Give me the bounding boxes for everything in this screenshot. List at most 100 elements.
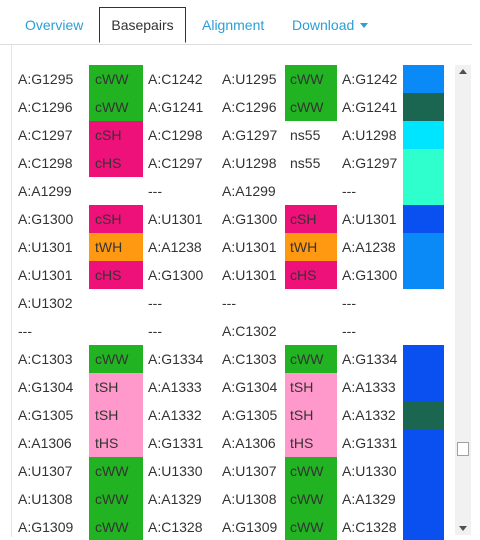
residue-1-right: A:U1301 bbox=[222, 267, 277, 283]
interaction-left: tSH bbox=[89, 373, 143, 401]
residue-1-left: A:U1301 bbox=[18, 267, 73, 283]
residue-1-left: A:G1309 bbox=[18, 519, 74, 535]
interaction-left-label: cSH bbox=[95, 211, 122, 227]
interaction-right: cWW bbox=[285, 65, 337, 93]
interaction-left: tWH bbox=[89, 233, 143, 261]
residue-1-right: A:G1297 bbox=[222, 127, 278, 143]
color-swatch bbox=[403, 205, 444, 233]
interaction-right: cWW bbox=[285, 513, 337, 540]
residue-1-right: A:G1304 bbox=[222, 379, 278, 395]
table-row: A:C1297 cSH A:C1298 A:G1297 ns55 A:U1298 bbox=[0, 121, 450, 149]
residue-2-left: A:U1301 bbox=[148, 211, 203, 227]
color-swatch bbox=[403, 317, 444, 345]
interaction-left-label: cWW bbox=[95, 463, 129, 479]
residue-1-left: A:G1304 bbox=[18, 379, 74, 395]
interaction-left-label: tSH bbox=[95, 407, 119, 423]
residue-2-left: --- bbox=[148, 323, 162, 339]
residue-1-left: A:C1297 bbox=[18, 127, 73, 143]
interaction-left: cWW bbox=[89, 345, 143, 373]
color-swatch bbox=[403, 513, 444, 540]
residue-2-left: A:C1328 bbox=[148, 519, 203, 535]
scroll-down-arrow[interactable] bbox=[455, 521, 471, 535]
residue-1-left: A:C1296 bbox=[18, 99, 73, 115]
residue-1-right: A:U1308 bbox=[222, 491, 277, 507]
residue-1-left: A:C1303 bbox=[18, 351, 73, 367]
residue-1-right: A:C1302 bbox=[222, 323, 277, 339]
residue-1-left: A:U1302 bbox=[18, 295, 73, 311]
interaction-right-label: ns55 bbox=[290, 155, 321, 171]
residue-1-right: --- bbox=[222, 295, 236, 311]
interaction-left bbox=[89, 317, 143, 345]
color-swatch bbox=[403, 429, 444, 457]
scroll-up-arrow[interactable] bbox=[455, 65, 471, 79]
vertical-scrollbar[interactable] bbox=[455, 65, 471, 535]
scrollbar-thumb[interactable] bbox=[457, 442, 469, 456]
color-swatch bbox=[403, 233, 444, 261]
residue-2-left: A:G1334 bbox=[148, 351, 204, 367]
interaction-right: cSH bbox=[285, 205, 337, 233]
color-swatch bbox=[403, 373, 444, 401]
color-swatch bbox=[403, 401, 444, 429]
interaction-right-label: cWW bbox=[290, 71, 324, 87]
interaction-right: cWW bbox=[285, 485, 337, 513]
interaction-left: cSH bbox=[89, 121, 143, 149]
interaction-left-label: cSH bbox=[95, 127, 122, 143]
interaction-right: cWW bbox=[285, 457, 337, 485]
residue-1-right: A:A1306 bbox=[222, 435, 276, 451]
interaction-left: cWW bbox=[89, 485, 143, 513]
tab-alignment[interactable]: Alignment bbox=[202, 17, 265, 33]
color-swatch bbox=[403, 121, 444, 149]
residue-2-right: A:G1242 bbox=[342, 71, 398, 87]
interaction-left-label: tHS bbox=[95, 435, 119, 451]
tab-download[interactable]: Download bbox=[292, 7, 369, 43]
interaction-right-label: cWW bbox=[290, 519, 324, 535]
interaction-right-label: ns55 bbox=[290, 127, 321, 143]
tab-download-label: Download bbox=[292, 17, 355, 33]
residue-2-right: A:G1297 bbox=[342, 155, 398, 171]
tab-overview[interactable]: Overview bbox=[25, 17, 84, 33]
color-swatch bbox=[403, 65, 444, 93]
residue-1-right: A:U1295 bbox=[222, 71, 277, 87]
interaction-left-label: cWW bbox=[95, 519, 129, 535]
residue-2-right: A:U1298 bbox=[342, 127, 397, 143]
interaction-right: tHS bbox=[285, 429, 337, 457]
residue-2-left: A:C1298 bbox=[148, 127, 203, 143]
color-swatch bbox=[403, 93, 444, 121]
residue-1-right: A:C1296 bbox=[222, 99, 277, 115]
residue-1-left: A:C1298 bbox=[18, 155, 73, 171]
residue-2-left: --- bbox=[148, 183, 162, 199]
interaction-left-label: cWW bbox=[95, 99, 129, 115]
residue-1-right: A:U1301 bbox=[222, 239, 277, 255]
residue-2-right: --- bbox=[342, 183, 356, 199]
table-left-border bbox=[11, 45, 12, 537]
color-swatch bbox=[403, 457, 444, 485]
interaction-right: tWH bbox=[285, 233, 337, 261]
interaction-left-label bbox=[89, 323, 95, 339]
tab-basepairs[interactable]: Basepairs bbox=[99, 7, 186, 43]
interaction-right: tSH bbox=[285, 373, 337, 401]
residue-2-left: A:U1330 bbox=[148, 463, 203, 479]
residue-2-left: A:G1300 bbox=[148, 267, 204, 283]
residue-1-right: A:G1300 bbox=[222, 211, 278, 227]
interaction-left: cWW bbox=[89, 513, 143, 540]
color-swatch bbox=[403, 345, 444, 373]
chevron-down-icon bbox=[360, 22, 369, 28]
table-row: A:U1302--------- bbox=[0, 289, 450, 317]
residue-2-left: A:C1242 bbox=[148, 71, 203, 87]
residue-2-left: A:A1238 bbox=[148, 239, 202, 255]
residue-1-left: A:G1305 bbox=[18, 407, 74, 423]
interaction-left: cWW bbox=[89, 93, 143, 121]
color-swatch bbox=[403, 485, 444, 513]
interaction-right-label: cWW bbox=[290, 491, 324, 507]
color-swatch bbox=[403, 149, 444, 177]
residue-1-left: A:G1295 bbox=[18, 71, 74, 87]
residue-1-left: A:U1307 bbox=[18, 463, 73, 479]
interaction-right-label bbox=[285, 183, 290, 199]
